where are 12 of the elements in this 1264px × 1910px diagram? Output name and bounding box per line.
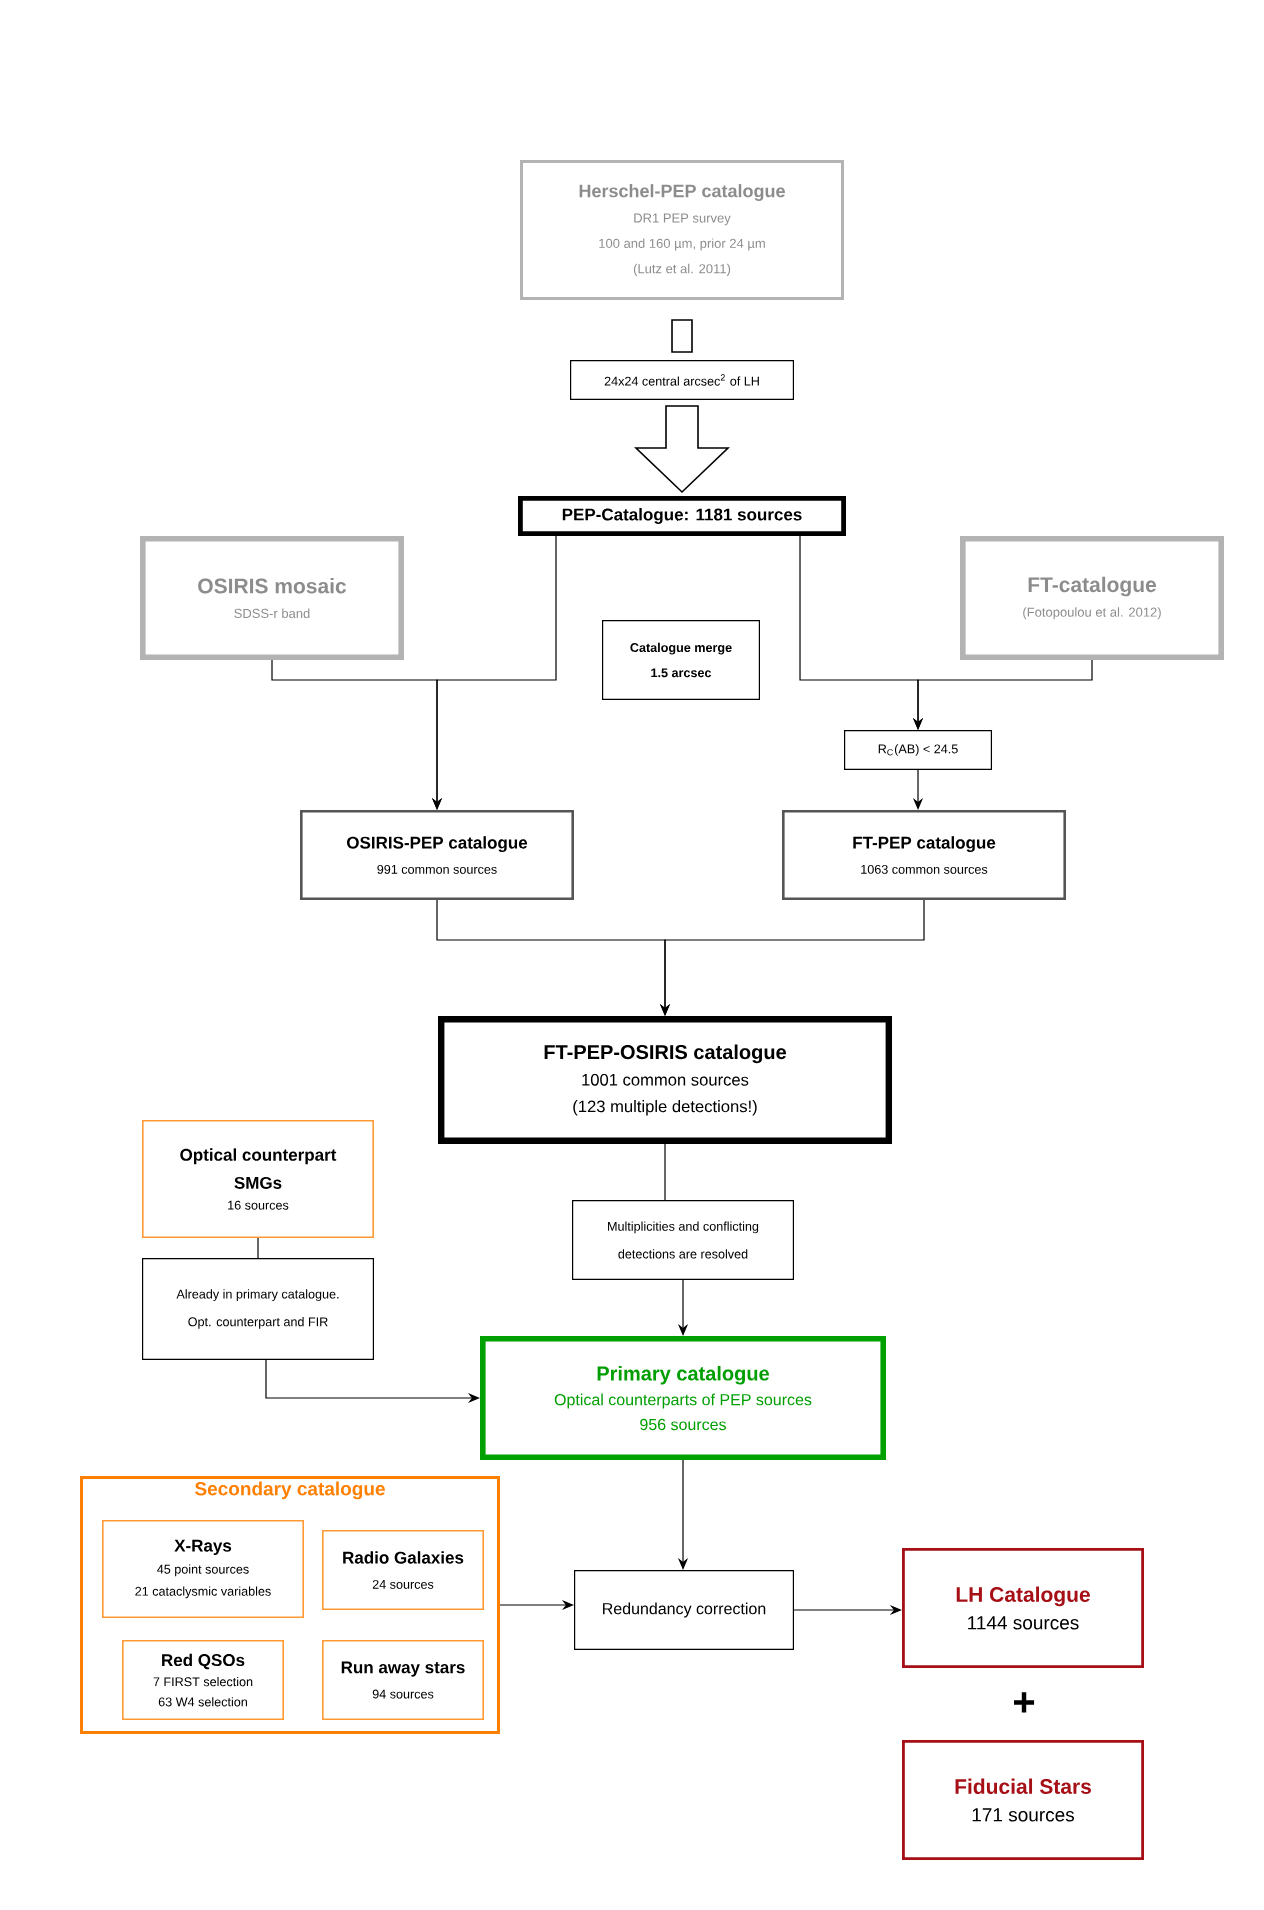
catalogue-box: Primary catalogue Optical counterparts of PEP sources 956 sources — [480, 1336, 886, 1460]
block-arrow — [634, 405, 730, 494]
connector-line — [664, 1143, 666, 1201]
catalogue-box: PEP-Catalogue: 1181 sources — [518, 496, 846, 536]
catalogue-box: LH Catalogue 1144 sources — [902, 1548, 1144, 1668]
block-arrow — [671, 319, 693, 353]
catalogue-box: FT-PEP-OSIRIS catalogue 1001 common sources (123 multiple detections!) — [438, 1016, 892, 1144]
arrow — [271, 659, 443, 810]
catalogue-box: Fiducial Stars 171 sources — [902, 1740, 1144, 1860]
plus-sign: + — [1014, 1692, 1035, 1713]
process-box: Redundancy correction — [574, 1570, 794, 1650]
connector-line — [257, 1237, 259, 1259]
